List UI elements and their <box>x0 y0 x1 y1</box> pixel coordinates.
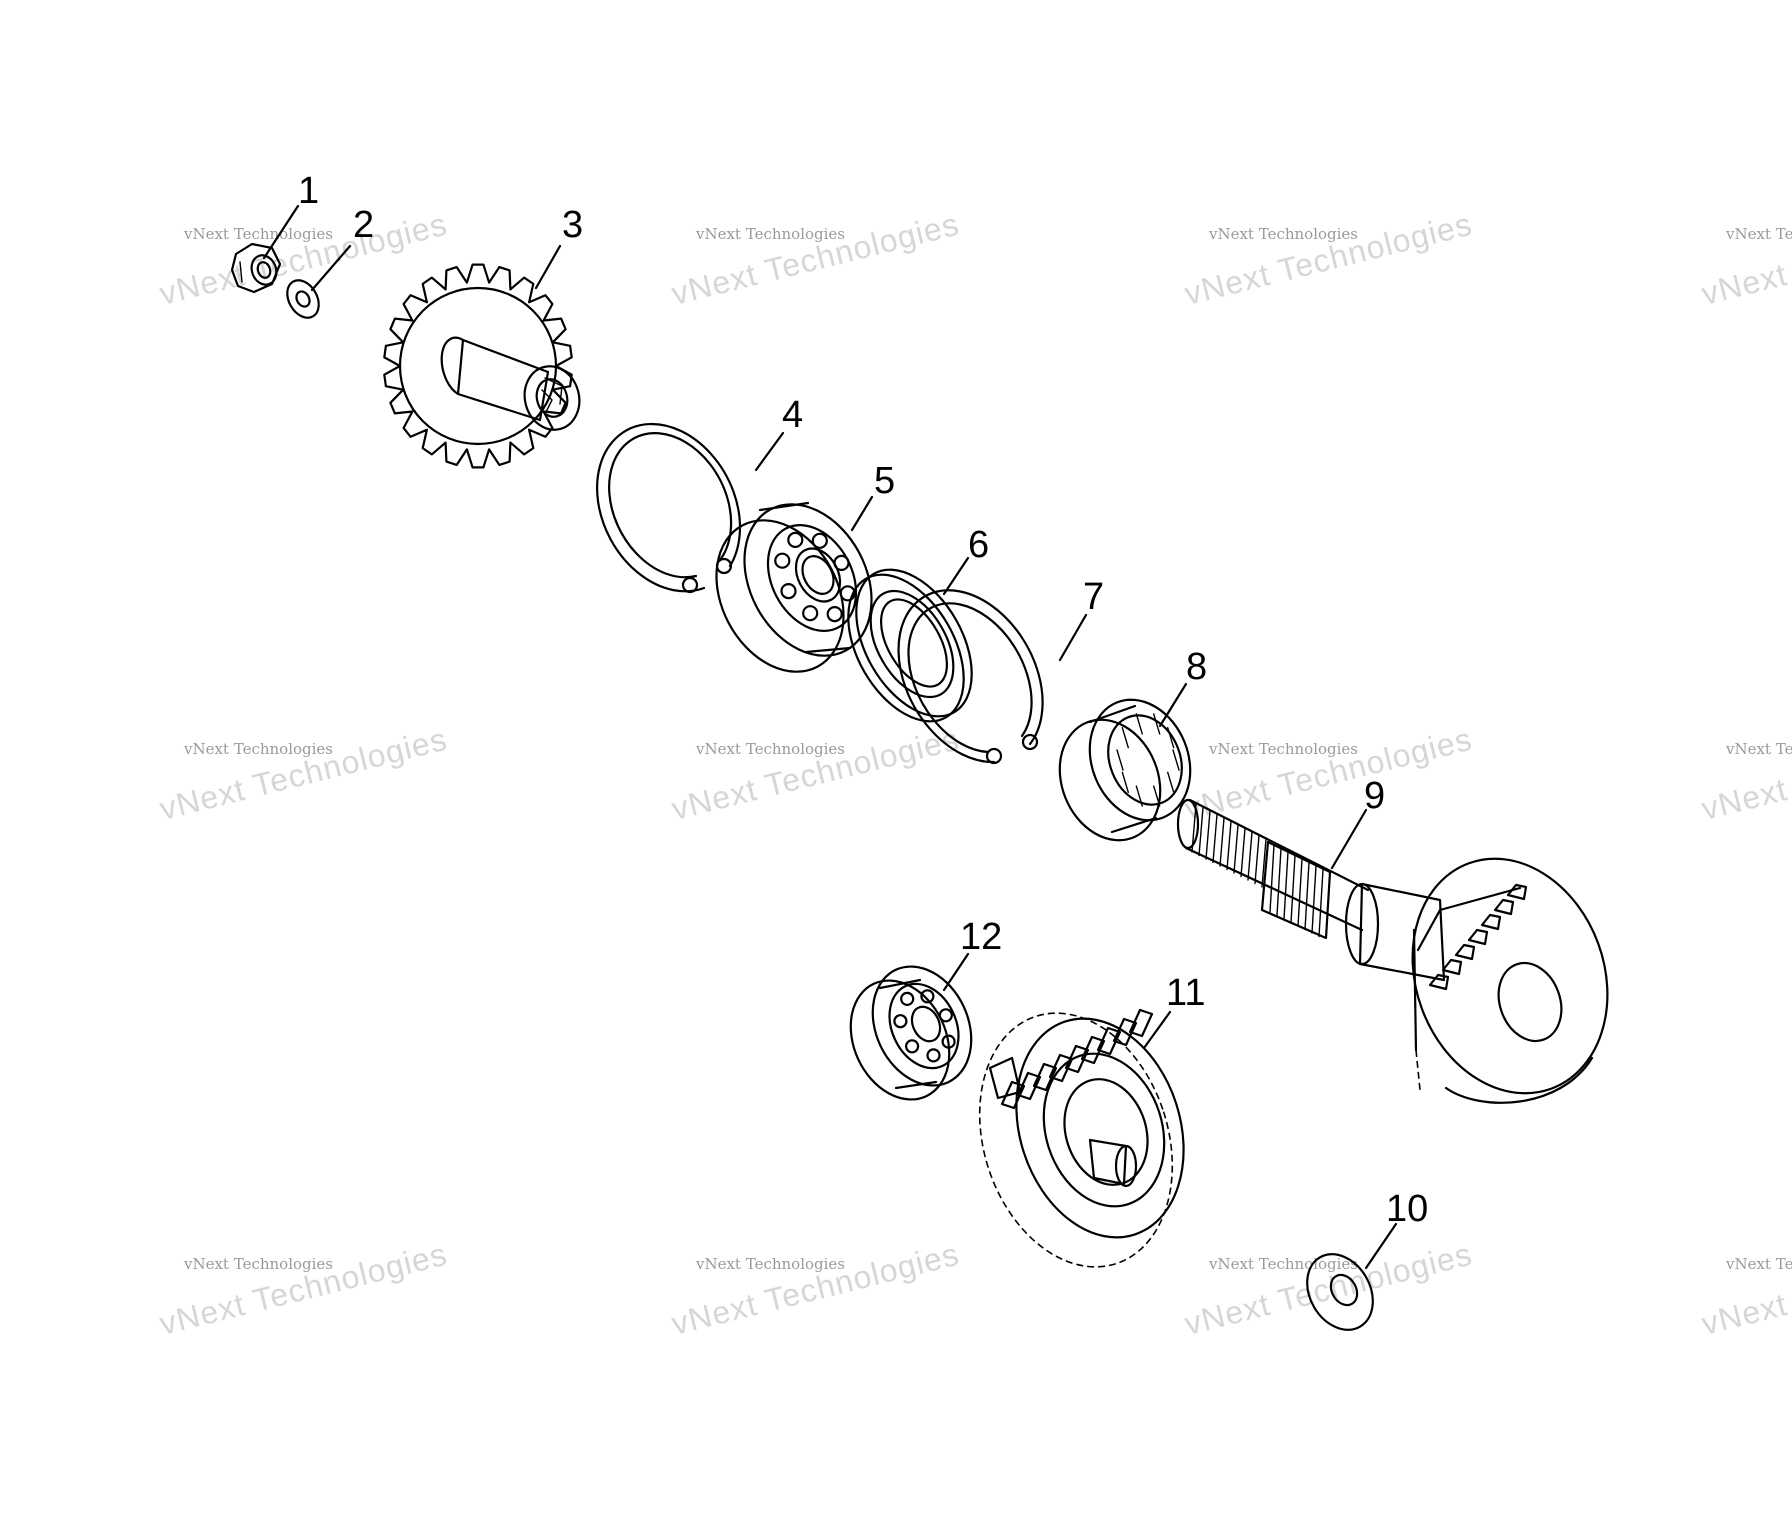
callout-6: 6 <box>968 524 990 566</box>
ball-bearing-icon <box>715 501 873 673</box>
callout-4: 4 <box>782 394 804 436</box>
callout-5: 5 <box>874 460 896 502</box>
circlip-icon <box>897 589 1044 765</box>
callout-leaders <box>262 204 1398 1270</box>
gear-icon <box>978 1008 1185 1268</box>
callout-1: 1 <box>298 170 320 212</box>
callout-8: 8 <box>1186 646 1208 688</box>
callout-12: 12 <box>960 916 1003 958</box>
ball-bearing-icon <box>849 965 973 1101</box>
callout-7: 7 <box>1083 576 1105 618</box>
oil-seal-icon <box>847 568 973 723</box>
needle-bearing-icon <box>1058 698 1192 842</box>
output-shaft-icon <box>1176 798 1609 1104</box>
sprocket-icon <box>383 263 581 469</box>
callout-11: 11 <box>1166 972 1206 1014</box>
washer-icon <box>286 279 320 319</box>
callout-10: 10 <box>1386 1188 1429 1230</box>
circlip-icon <box>596 422 742 594</box>
callout-2: 2 <box>353 204 375 246</box>
callout-3: 3 <box>562 204 584 246</box>
callout-9: 9 <box>1364 775 1386 817</box>
nut-icon <box>230 242 282 294</box>
washer-icon <box>1306 1253 1374 1331</box>
